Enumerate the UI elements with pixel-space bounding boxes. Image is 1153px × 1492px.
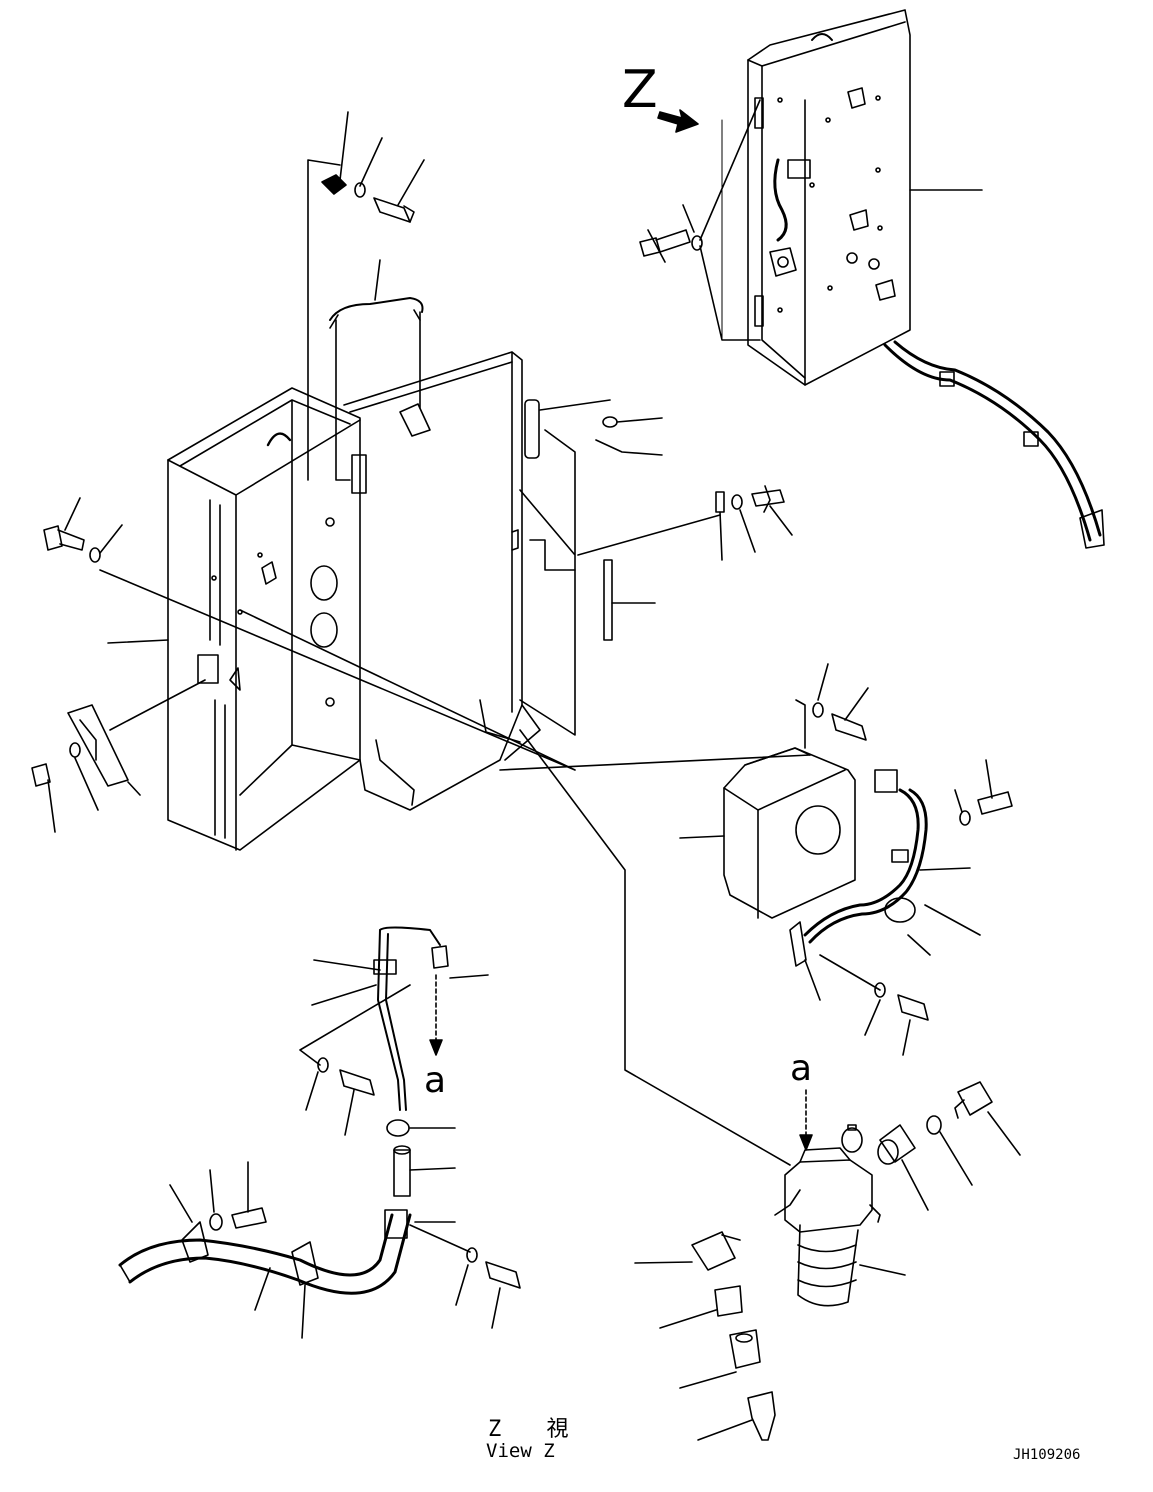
- lower-tube-harness: [120, 928, 520, 1339]
- left-panel-box: [108, 388, 360, 850]
- top-bracket-parts: [308, 112, 424, 480]
- drawing-number: JH109206: [1013, 1447, 1081, 1463]
- view-title-japanese: Z 視: [488, 1417, 585, 1442]
- filter-assembly: [520, 730, 1020, 1440]
- middle-fasteners: [520, 400, 792, 735]
- left-fasteners: [32, 498, 575, 832]
- controller-box: [500, 664, 1012, 1055]
- view-z-arrow-label: Z: [622, 60, 658, 120]
- section-ref-a-right: a: [790, 1048, 813, 1089]
- view-title-english: View Z: [486, 1440, 555, 1462]
- view-z-box: [640, 10, 1104, 548]
- back-panel: [344, 352, 540, 810]
- section-ref-a-left: a: [424, 1060, 447, 1101]
